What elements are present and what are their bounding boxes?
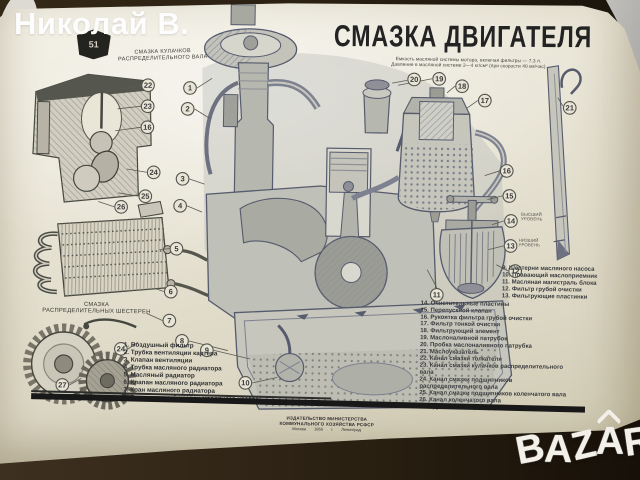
- svg-text:7: 7: [167, 316, 171, 325]
- svg-text:1: 1: [188, 83, 192, 92]
- callout-1: 1: [183, 81, 197, 95]
- callout-19: 19: [432, 72, 447, 86]
- svg-text:15: 15: [505, 191, 513, 200]
- svg-text:2: 2: [186, 104, 190, 113]
- engine-cutaway-illustration: [202, 4, 513, 410]
- svg-text:3: 3: [180, 174, 184, 183]
- svg-text:20: 20: [410, 75, 418, 84]
- svg-text:13: 13: [506, 241, 514, 250]
- poster-title: СМАЗКА ДВИГАТЕЛЯ: [333, 19, 593, 54]
- callout-8: 8: [175, 333, 189, 348]
- oil-radiator-illustration: [32, 200, 212, 298]
- timing-gears-illustration: [23, 318, 137, 410]
- svg-text:4: 4: [178, 201, 183, 210]
- svg-text:10: 10: [241, 378, 249, 387]
- callout-25: 25: [138, 189, 153, 204]
- callout-17: 17: [477, 93, 492, 108]
- callout-24b: 24: [114, 342, 128, 356]
- callout-13: 13: [503, 239, 518, 253]
- callout-2: 2: [180, 102, 195, 116]
- svg-text:6: 6: [169, 287, 173, 296]
- svg-text:27: 27: [58, 380, 66, 389]
- svg-text:18: 18: [458, 82, 466, 91]
- gears-label-line2: РАСПРЕДЕЛИТЕЛЬНЫХ ШЕСТЕРЕН: [42, 307, 151, 315]
- svg-text:9: 9: [205, 346, 209, 355]
- svg-text:21: 21: [565, 103, 573, 112]
- callout-leader-lines: [69, 77, 564, 386]
- svg-text:5: 5: [174, 244, 178, 253]
- svg-text:16: 16: [143, 123, 151, 132]
- callout-21: 21: [562, 101, 577, 115]
- camshaft-cutaway-illustration: [32, 73, 152, 203]
- bazar-letter: A: [596, 420, 625, 464]
- camshaft-label-line2: РАСПРЕДЕЛИТЕЛЬНОГО ВАЛА: [118, 53, 208, 62]
- callout-27: 27: [55, 378, 70, 392]
- legend-item: 13. Фильтрующие пластинки: [501, 291, 588, 301]
- callout-6: 6: [163, 284, 178, 299]
- coarse-oil-filter-illustration: [439, 195, 506, 300]
- svg-text:24: 24: [149, 168, 158, 177]
- bazar-logo-watermark: BAZAR: [512, 418, 640, 473]
- camshaft-section-label: СМАЗКА КУЛАЧКОВ РАСПРЕДЕЛИТЕЛЬНОГО ВАЛА: [112, 48, 212, 77]
- callout-4: 4: [173, 198, 187, 213]
- svg-text:14: 14: [507, 216, 516, 225]
- callout-7: 7: [162, 313, 177, 328]
- callout-12: 12: [508, 264, 523, 278]
- svg-text:19: 19: [435, 74, 443, 83]
- svg-text:22: 22: [144, 81, 152, 90]
- svg-text:16: 16: [502, 166, 510, 175]
- callout-3: 3: [175, 171, 190, 186]
- callout-24: 24: [146, 165, 161, 180]
- callout-15: 15: [502, 189, 517, 203]
- callout-11: 11: [429, 287, 444, 302]
- callout-18: 18: [455, 79, 469, 94]
- callout-16b: 16: [140, 120, 155, 135]
- oil-dipstick-illustration: [546, 65, 582, 261]
- callout-5: 5: [169, 241, 184, 256]
- fine-oil-filter-illustration: [351, 87, 507, 223]
- callout-26: 26: [114, 200, 128, 214]
- svg-text:26: 26: [117, 202, 125, 211]
- dipstick-high-level-label: ВЫСШИЙ УРОВЕНЬ: [520, 211, 543, 222]
- svg-text:11: 11: [433, 290, 441, 299]
- svg-text:24: 24: [117, 344, 126, 353]
- callout-23: 23: [140, 99, 155, 114]
- callout-22: 22: [141, 78, 155, 93]
- callout-14: 14: [504, 214, 518, 228]
- svg-text:12: 12: [511, 267, 519, 276]
- callout-16: 16: [499, 164, 514, 178]
- svg-text:23: 23: [143, 102, 151, 111]
- seller-name-watermark: Николай В.: [14, 6, 190, 41]
- svg-text:8: 8: [180, 336, 184, 345]
- callout-10: 10: [238, 375, 253, 390]
- callout-9: 9: [200, 343, 214, 358]
- svg-text:17: 17: [481, 96, 489, 105]
- callout-20: 20: [407, 72, 422, 87]
- svg-text:25: 25: [141, 192, 149, 201]
- gears-section-label: СМАЗКА РАСПРЕДЕЛИТЕЛЬНЫХ ШЕСТЕРЕН: [34, 301, 158, 329]
- poster-subtitle: Емкость масляной системы мотора, включая…: [338, 55, 598, 81]
- dipstick-low-level-label: НИЗШИЙ УРОВЕНЬ: [518, 237, 541, 248]
